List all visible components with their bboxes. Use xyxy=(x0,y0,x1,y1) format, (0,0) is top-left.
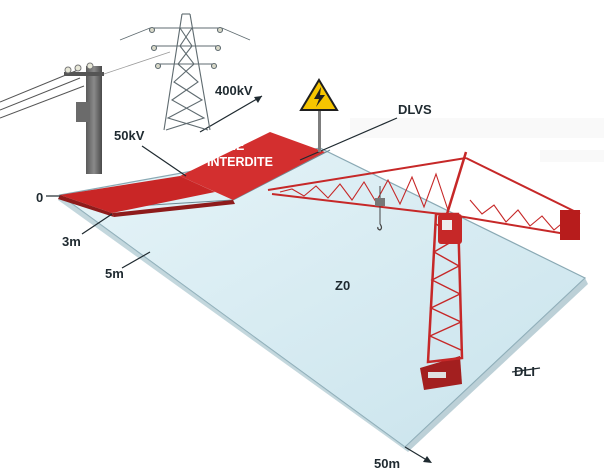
tower-crane xyxy=(267,151,581,390)
lightning-bolt-icon xyxy=(314,87,325,107)
pointer-3m xyxy=(81,213,113,235)
label-zone: ZONE xyxy=(210,139,245,153)
forbidden-zone-strip xyxy=(60,176,215,213)
label-z0: Z0 xyxy=(335,278,350,293)
insulator-1 xyxy=(64,66,72,74)
pylon-insulator-1 xyxy=(148,26,156,34)
electrical-hazard-sign xyxy=(299,78,339,152)
arrow-50m-head xyxy=(423,456,432,463)
label-dlvs: DLVS xyxy=(398,102,432,117)
label-dli: DLI xyxy=(514,364,535,379)
label-dist-3m: 3m xyxy=(62,234,81,249)
power-line-2 xyxy=(0,77,81,111)
arrow-400kv-head xyxy=(254,96,262,103)
limit-line-dlvs-edge xyxy=(232,149,331,201)
pointer-dlvs xyxy=(299,117,398,161)
crane-cab-window xyxy=(442,220,452,230)
forbidden-zone xyxy=(58,132,325,217)
ground-edge-front xyxy=(58,195,408,452)
crane-peak xyxy=(445,151,468,215)
forbidden-zone-edge xyxy=(58,195,114,217)
arrow-400kv xyxy=(199,95,263,133)
forbidden-zone-main xyxy=(180,132,325,200)
crane-mast-lattice xyxy=(428,223,463,351)
crane-jib-lattice xyxy=(279,172,449,211)
pylon-insulator-3 xyxy=(150,44,158,52)
label-dist-5m: 5m xyxy=(105,266,124,281)
crane-base-plate xyxy=(428,372,446,378)
pylon-insulator-5 xyxy=(154,62,162,70)
label-50kv: 50kV xyxy=(114,128,145,143)
crane-hook-icon xyxy=(377,223,383,231)
label-dist-0: 0 xyxy=(36,190,43,205)
ground-edge-right xyxy=(405,278,588,452)
pylon-lattice xyxy=(165,27,206,131)
crane-counterjib-lattice xyxy=(469,199,567,231)
sign-post xyxy=(318,110,321,152)
dimension-lines xyxy=(46,95,541,463)
utility-pole xyxy=(0,51,171,174)
power-line-3 xyxy=(0,85,85,119)
pointer-dli xyxy=(511,367,541,373)
pylon-insulator-4 xyxy=(214,44,222,52)
pylon-lattice-2 xyxy=(166,27,209,131)
label-interdite: INTERDITE xyxy=(207,155,273,169)
pointer-5m xyxy=(121,251,151,269)
forbidden-zone-edge-2 xyxy=(112,200,235,217)
high-voltage-pylon xyxy=(119,13,251,131)
pole-shaft xyxy=(86,66,102,174)
label-400kv: 400kV xyxy=(215,83,253,98)
crane-jib-top xyxy=(267,157,467,191)
label-dist-50m: 50m xyxy=(374,456,400,471)
pylon-leg-left xyxy=(163,13,183,131)
insulator-2 xyxy=(74,64,82,72)
crane-jib-bottom xyxy=(271,193,459,217)
pole-crossarm xyxy=(64,72,104,76)
background-ghost-text xyxy=(350,118,604,162)
pointer-50kv xyxy=(141,145,187,177)
pylon-cable-1 xyxy=(221,27,251,41)
pylon-cable-2 xyxy=(119,27,151,41)
pylon-insulator-2 xyxy=(216,26,224,34)
crane-trolley xyxy=(375,198,385,206)
pylon-insulator-6 xyxy=(210,62,218,70)
pylon-leg-right xyxy=(189,13,211,131)
crane-counterjib-bottom xyxy=(457,215,579,237)
pole-transformer xyxy=(76,102,90,122)
crane-counterjib-top xyxy=(465,157,581,215)
crane-counterweight xyxy=(560,210,580,240)
insulator-3 xyxy=(86,62,94,70)
